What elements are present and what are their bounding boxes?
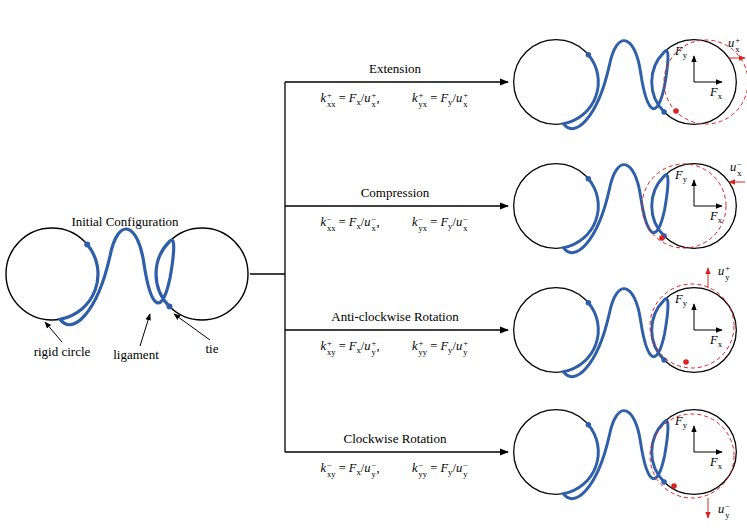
figure-title: Initial Configuration [71,215,178,230]
force-label: Fy [675,44,687,61]
case-title: Anti-clockwise Rotation [331,310,458,325]
force-label: Fy [675,292,687,309]
anticlockwise-panel [514,268,737,377]
leader-line [140,314,150,346]
stiffness-formula: k+yy = Fy/u+y [412,339,468,356]
stiffness-formula: k−xy = Fx/u−y, [320,461,379,478]
leader-line [174,314,210,340]
branch-arrows [250,82,508,452]
leader-line [45,322,62,342]
case-title: Compression [361,186,430,201]
part-name: rigid circle [34,345,91,360]
force-label: Fx [710,85,722,102]
displacement-label: u+y [718,264,730,281]
stiffness-formula: k+yx = Fy/u+x [412,91,468,108]
extension-panel [514,40,747,129]
force-label: Fx [710,333,722,350]
displacement-label: u−x [730,160,742,177]
case-title: Extension [369,62,421,77]
stiffness-formula: k−yx = Fy/u−x [412,215,468,232]
force-label: Fx [710,209,722,226]
case-title: Clockwise Rotation [344,432,447,447]
clockwise-panel [514,410,737,518]
part-name: ligament [113,348,159,363]
stiffness-formula: k−yy = Fy/u−y [412,461,468,478]
displacement-label: u−y [718,502,730,519]
initial-cell [6,228,248,325]
force-label: Fx [710,455,722,472]
stiffness-formula: k+xy = Fx/u+y, [320,339,379,356]
force-label: Fy [675,168,687,185]
compression-panel [514,164,745,253]
stiffness-formula: k+xx = Fx/u+x, [320,91,379,108]
displacement-label: u+x [728,36,740,53]
force-label: Fy [675,414,687,431]
part-name: tie [206,342,219,357]
stiffness-formula: k−xx = Fx/u−x, [320,215,379,232]
